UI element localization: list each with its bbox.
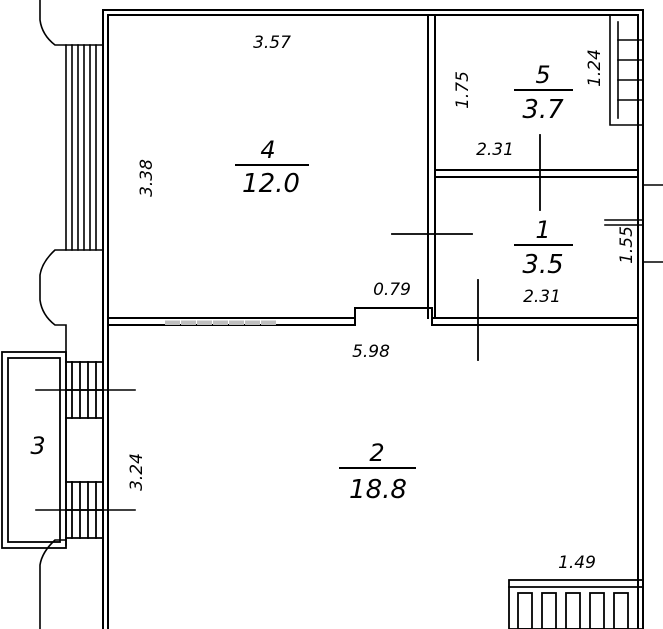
dim-room4-height: 3.38: [137, 159, 157, 197]
balcony: [1, 351, 136, 549]
room-2-area: 18.8: [349, 475, 407, 505]
wall-vertical-inner: [427, 14, 436, 319]
dim-room2-radiator: 1.49: [558, 553, 596, 573]
dimension-labels: 3.57 3.38 1.75 1.24 2.31 2.31 1.55 0.79 …: [127, 33, 637, 573]
dim-door-opening: 0.79: [373, 280, 411, 300]
dim-room2-height: 3.24: [127, 453, 147, 491]
wall-room5-room1: [434, 169, 639, 178]
wall-horizontal-middle: [107, 307, 639, 326]
right-wall-details: [604, 14, 663, 263]
watermark: ▬▬▬▬▬▬▬: [165, 312, 277, 329]
room-4-number: 4: [260, 136, 275, 164]
room-1-number: 1: [535, 216, 550, 244]
dim-room4-width: 3.57: [253, 33, 291, 53]
outer-walls: [102, 9, 644, 629]
dim-room1-width: 2.31: [523, 287, 561, 307]
area-underlines: [235, 89, 573, 469]
room-5-number: 5: [535, 61, 550, 89]
radiator: [508, 579, 644, 629]
left-window-top: [39, 0, 104, 356]
dim-room1-height: 1.55: [617, 226, 637, 264]
room-3-number: 3: [30, 432, 45, 460]
dim-room5-height: 1.75: [453, 71, 473, 109]
room-5-area: 3.7: [522, 95, 564, 125]
left-window-bottom: [39, 354, 67, 629]
room-4-area: 12.0: [242, 169, 300, 199]
dim-room2-width: 5.98: [352, 342, 390, 362]
dim-room5-width: 2.31: [476, 140, 514, 160]
room-1-area: 3.5: [522, 250, 563, 280]
dim-room5-side: 1.24: [585, 49, 605, 87]
door-marks: [391, 134, 541, 361]
room-labels: 4 12.0 5 3.7 1 3.5 2 18.8 3: [30, 61, 564, 505]
room-2-number: 2: [369, 439, 384, 467]
